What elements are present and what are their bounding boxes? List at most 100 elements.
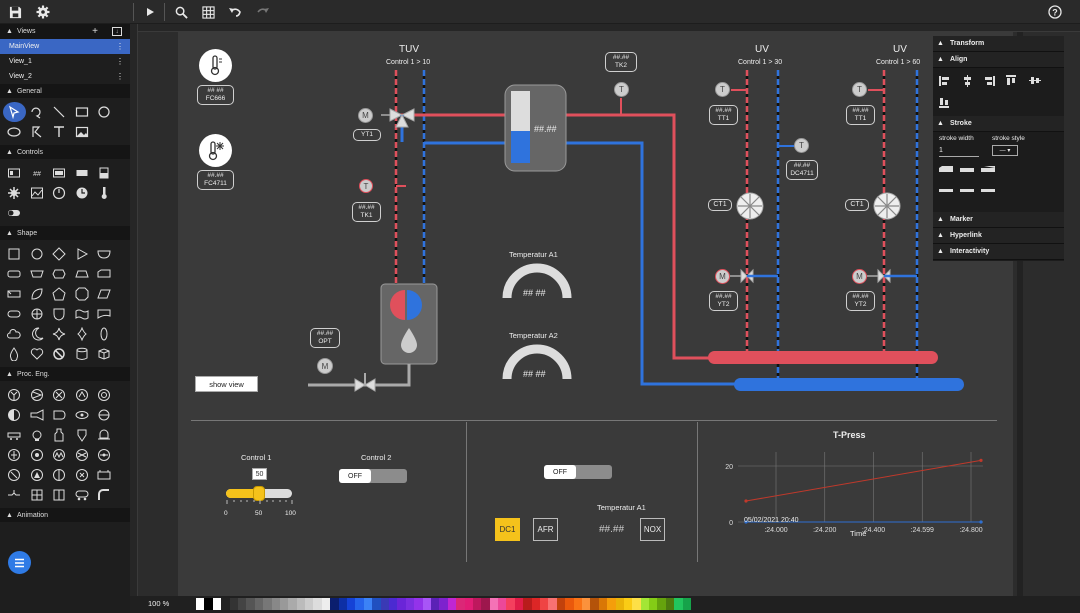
align-header[interactable]: ▲Align: [933, 52, 1064, 68]
line-tool-icon[interactable]: [48, 102, 71, 122]
redo-icon[interactable]: [254, 3, 272, 21]
color-swatch[interactable]: [380, 598, 389, 610]
color-swatch[interactable]: [229, 598, 238, 610]
color-swatch[interactable]: [598, 598, 608, 610]
color-swatch[interactable]: [556, 598, 566, 610]
color-swatch[interactable]: [305, 598, 314, 610]
pump-symbol-icon[interactable]: [71, 385, 94, 405]
color-swatch[interactable]: [514, 598, 524, 610]
chart-control-icon[interactable]: [26, 183, 49, 203]
grid-icon[interactable]: [199, 3, 217, 21]
undo-icon[interactable]: [226, 3, 244, 21]
panel-control-icon[interactable]: [48, 163, 71, 183]
color-swatch[interactable]: [430, 598, 440, 610]
reactor-symbol-icon[interactable]: [48, 465, 71, 485]
path-tool-icon[interactable]: [26, 122, 49, 142]
zoom-icon[interactable]: [172, 3, 190, 21]
proc-eng-header[interactable]: ▲ Proc. Eng.: [0, 367, 130, 381]
import-view-icon[interactable]: ↓: [112, 27, 122, 36]
color-swatch[interactable]: [573, 598, 582, 610]
color-swatch[interactable]: [414, 598, 423, 610]
star-shape-icon[interactable]: [48, 324, 71, 344]
stroke-style-select[interactable]: — ▾: [992, 145, 1018, 156]
parallelogram-shape-icon[interactable]: [93, 284, 116, 304]
cooler-symbol-icon[interactable]: [71, 465, 94, 485]
color-swatch[interactable]: [405, 598, 415, 610]
hexagon-shape-icon[interactable]: [48, 264, 71, 284]
color-swatch[interactable]: [330, 598, 339, 610]
centrifuge-symbol-icon[interactable]: [71, 425, 94, 445]
leaf-shape-icon[interactable]: [26, 284, 49, 304]
tap-symbol-icon[interactable]: [3, 485, 26, 505]
color-swatch[interactable]: [649, 598, 658, 610]
middle-toggle[interactable]: OFF: [544, 465, 612, 479]
separator-symbol-icon[interactable]: [3, 465, 26, 485]
color-swatch[interactable]: [489, 598, 499, 610]
color-swatch[interactable]: [615, 598, 624, 610]
nozzle-symbol-icon[interactable]: [26, 405, 49, 425]
color-swatch[interactable]: [632, 598, 641, 610]
more-icon[interactable]: ⋮: [116, 72, 124, 81]
color-swatch[interactable]: [397, 598, 406, 610]
mixer-symbol-icon[interactable]: [48, 385, 71, 405]
play-icon[interactable]: [141, 3, 159, 21]
color-palette[interactable]: [196, 598, 692, 610]
dc4711-sensor-icon[interactable]: T: [794, 138, 809, 153]
animation-header[interactable]: ▲ Animation: [0, 508, 130, 522]
compressor-symbol-icon[interactable]: [93, 385, 116, 405]
color-swatch[interactable]: [674, 598, 683, 610]
color-swatch[interactable]: [523, 598, 532, 610]
gauge-control-icon[interactable]: [48, 183, 71, 203]
color-swatch[interactable]: [506, 598, 515, 610]
shape-header[interactable]: ▲ Shape: [0, 226, 130, 240]
color-swatch[interactable]: [204, 598, 213, 610]
cylinder-shape-icon[interactable]: [71, 344, 94, 364]
clock-control-icon[interactable]: [71, 183, 94, 203]
heart-shape-icon[interactable]: [26, 344, 49, 364]
controls-header[interactable]: ▲ Controls: [0, 145, 130, 159]
nox-button[interactable]: NOX: [640, 518, 665, 541]
ellipse-tool-icon[interactable]: [3, 122, 26, 142]
color-swatch[interactable]: [271, 598, 280, 610]
filter-symbol-icon[interactable]: [93, 405, 116, 425]
color-swatch[interactable]: [565, 598, 574, 610]
interactivity-header[interactable]: ▲Interactivity: [933, 244, 1064, 260]
tab-shape-icon[interactable]: [93, 264, 116, 284]
color-swatch[interactable]: [607, 598, 616, 610]
editor-canvas[interactable]: ## ## FC666 ##.## FC4711 TUV Control 1 >…: [138, 32, 1080, 596]
tk1-sensor-icon[interactable]: T: [359, 179, 373, 193]
fan-symbol-icon[interactable]: [3, 385, 26, 405]
tk2-sensor-icon[interactable]: T: [614, 82, 629, 97]
afr-button[interactable]: AFR: [533, 518, 558, 541]
eye-symbol-icon[interactable]: [71, 405, 94, 425]
color-swatch[interactable]: [196, 598, 205, 610]
dryer-symbol-icon[interactable]: [26, 445, 49, 465]
panel-symbol-icon[interactable]: [26, 485, 49, 505]
save-icon[interactable]: [6, 3, 24, 21]
turbine-symbol-icon[interactable]: [48, 405, 71, 425]
color-swatch[interactable]: [623, 598, 633, 610]
more-icon[interactable]: ⋮: [116, 57, 124, 66]
view-item-view2[interactable]: View_2 ⋮: [0, 69, 130, 84]
boiler-symbol-icon[interactable]: [26, 465, 49, 485]
color-swatch[interactable]: [472, 598, 482, 610]
shield-shape-icon[interactable]: [48, 304, 71, 324]
color-swatch[interactable]: [212, 598, 222, 610]
octagon-shape-icon[interactable]: [71, 284, 94, 304]
pill-shape-icon[interactable]: [3, 304, 26, 324]
yt2-motor-icon-2[interactable]: M: [852, 269, 867, 284]
moon-shape-icon[interactable]: [26, 324, 49, 344]
conveyor-symbol-icon[interactable]: [3, 425, 26, 445]
circle-shape-icon[interactable]: [26, 244, 49, 264]
drop-shape-icon[interactable]: [3, 344, 26, 364]
color-swatch[interactable]: [372, 598, 381, 610]
general-header[interactable]: ▲ General: [0, 84, 130, 98]
color-swatch[interactable]: [388, 598, 398, 610]
trapezoid-up-shape-icon[interactable]: [71, 264, 94, 284]
rectangle-tool-icon[interactable]: [71, 102, 94, 122]
cross-circle-shape-icon[interactable]: [26, 304, 49, 324]
snowflake-thermometer-icon[interactable]: [199, 134, 232, 167]
color-swatch[interactable]: [657, 598, 666, 610]
folded-shape-icon[interactable]: [3, 284, 26, 304]
color-swatch[interactable]: [548, 598, 557, 610]
